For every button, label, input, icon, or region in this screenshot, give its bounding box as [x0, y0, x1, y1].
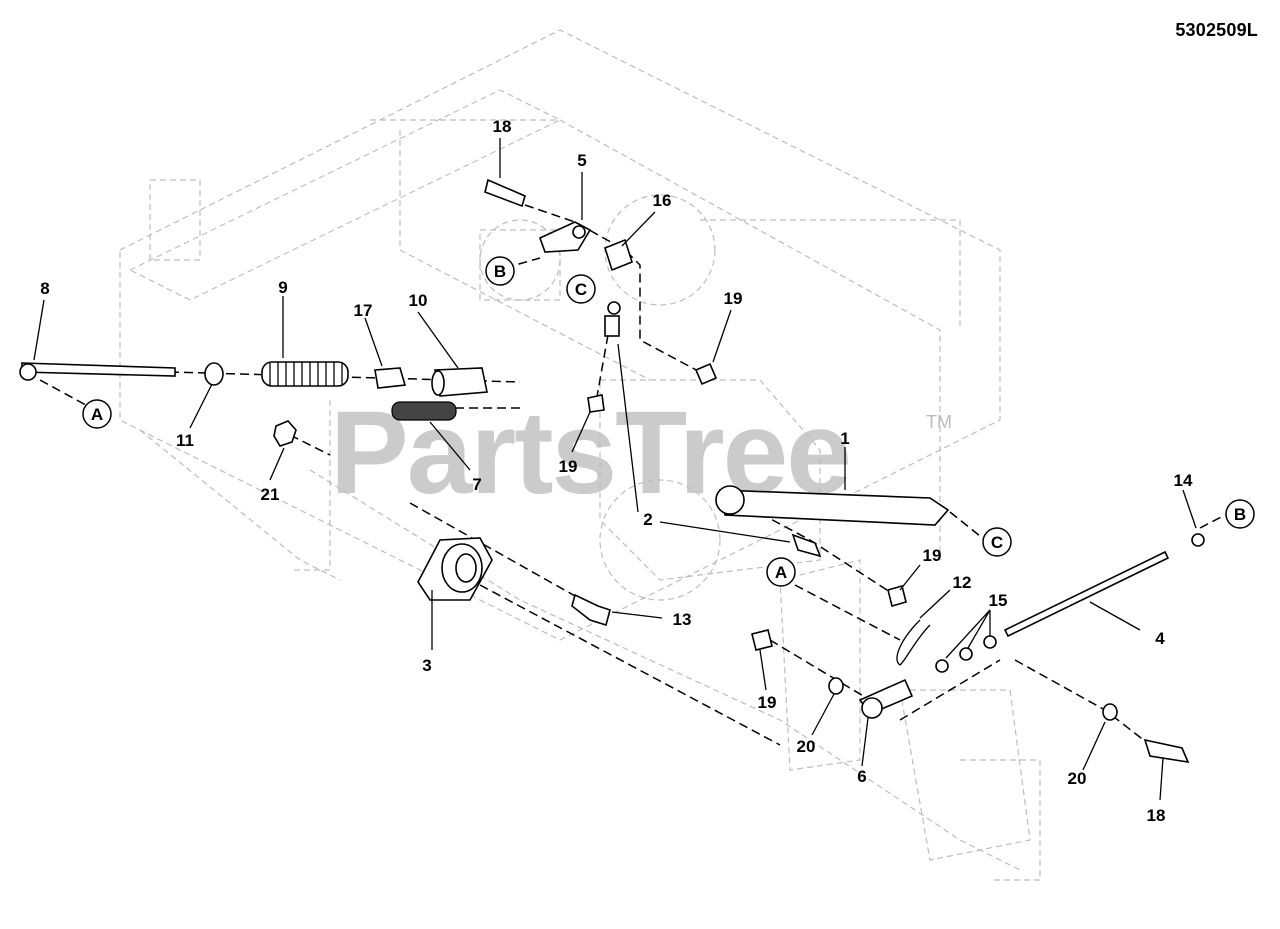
nut-part-14: [1191, 533, 1205, 547]
nut-part-15-b: [959, 647, 973, 661]
rod-part-8: [21, 362, 176, 377]
diagram-number: 5302509L: [1175, 20, 1258, 40]
nut-part-19-c: [887, 585, 907, 607]
nut-part-15-c: [983, 635, 997, 649]
callout-2: 2: [643, 510, 652, 529]
spacer-part-11: [204, 362, 224, 386]
nut-part-15-a: [935, 659, 949, 673]
callout-6: 6: [857, 767, 866, 786]
ref-letter-b-right: B: [1234, 505, 1246, 524]
callout-4: 4: [1155, 629, 1165, 648]
trademark-mark: TM: [926, 412, 952, 432]
spring-part-7: [391, 401, 457, 421]
part-shapes: [19, 178, 1205, 764]
callout-19-left: 19: [559, 457, 578, 476]
callout-12: 12: [953, 573, 972, 592]
damper-part-1: [715, 485, 950, 526]
washer-part-20-b: [1102, 703, 1118, 721]
ref-letter-c-right: C: [991, 533, 1003, 552]
callout-21: 21: [261, 485, 280, 504]
callout-8: 8: [40, 279, 49, 298]
ghost-frame: [119, 29, 1041, 881]
callout-numbers: 1 2 3 4 5 6 7 8 9 10 11 12 13 14 15 16 1…: [40, 117, 1193, 825]
callout-5: 5: [577, 151, 586, 170]
nut-part-19-a: [694, 362, 718, 386]
bushing-part-17: [374, 367, 407, 389]
ref-letter-a-middle: A: [775, 563, 787, 582]
nut-part-19-d: [751, 629, 773, 651]
callout-19-right: 19: [923, 546, 942, 565]
ball-stud-part-2-bottom: [791, 533, 822, 558]
bolt-part-18-top: [484, 178, 526, 208]
leader-lines: [33, 138, 1197, 801]
nut-part-19-b: [587, 394, 605, 413]
ref-letter-c-top: C: [575, 280, 587, 299]
bolt-part-18-bottom: [1143, 738, 1190, 764]
assembly-lines: [39, 204, 1226, 746]
callout-18-bottom: 18: [1147, 806, 1166, 825]
washer-part-20-a: [828, 677, 844, 695]
callout-11: 11: [176, 431, 194, 450]
callout-18-top: 18: [493, 117, 512, 136]
hairpin-part-12: [896, 619, 931, 666]
bolt-part-13: [571, 593, 611, 627]
callout-20-left: 20: [797, 737, 816, 756]
nut-part-21: [273, 420, 297, 447]
rod-end-part-5: [538, 221, 592, 253]
callout-19-top: 19: [724, 289, 743, 308]
bearing-part-3: [417, 537, 493, 601]
ref-letter-a-left: A: [91, 405, 103, 424]
spacer-part-16: [604, 238, 633, 272]
callout-7: 7: [472, 475, 481, 494]
callout-3: 3: [422, 656, 431, 675]
callout-16: 16: [653, 191, 672, 210]
callout-1: 1: [840, 429, 849, 448]
callout-17: 17: [354, 301, 373, 320]
callout-14: 14: [1174, 471, 1193, 490]
callout-10: 10: [409, 291, 428, 310]
callout-19-bottom: 19: [758, 693, 777, 712]
reference-letters: A B C C B A: [82, 256, 1255, 587]
callout-13: 13: [673, 610, 692, 629]
ref-letter-b-top: B: [494, 262, 506, 281]
callout-9: 9: [278, 278, 287, 297]
ball-stud-part-2-top: [604, 301, 621, 337]
rod-end-part-6: [858, 678, 914, 719]
rod-part-4: [1003, 550, 1170, 638]
callout-15: 15: [989, 591, 1008, 610]
callout-20-right: 20: [1068, 769, 1087, 788]
spring-part-9: [261, 361, 349, 387]
